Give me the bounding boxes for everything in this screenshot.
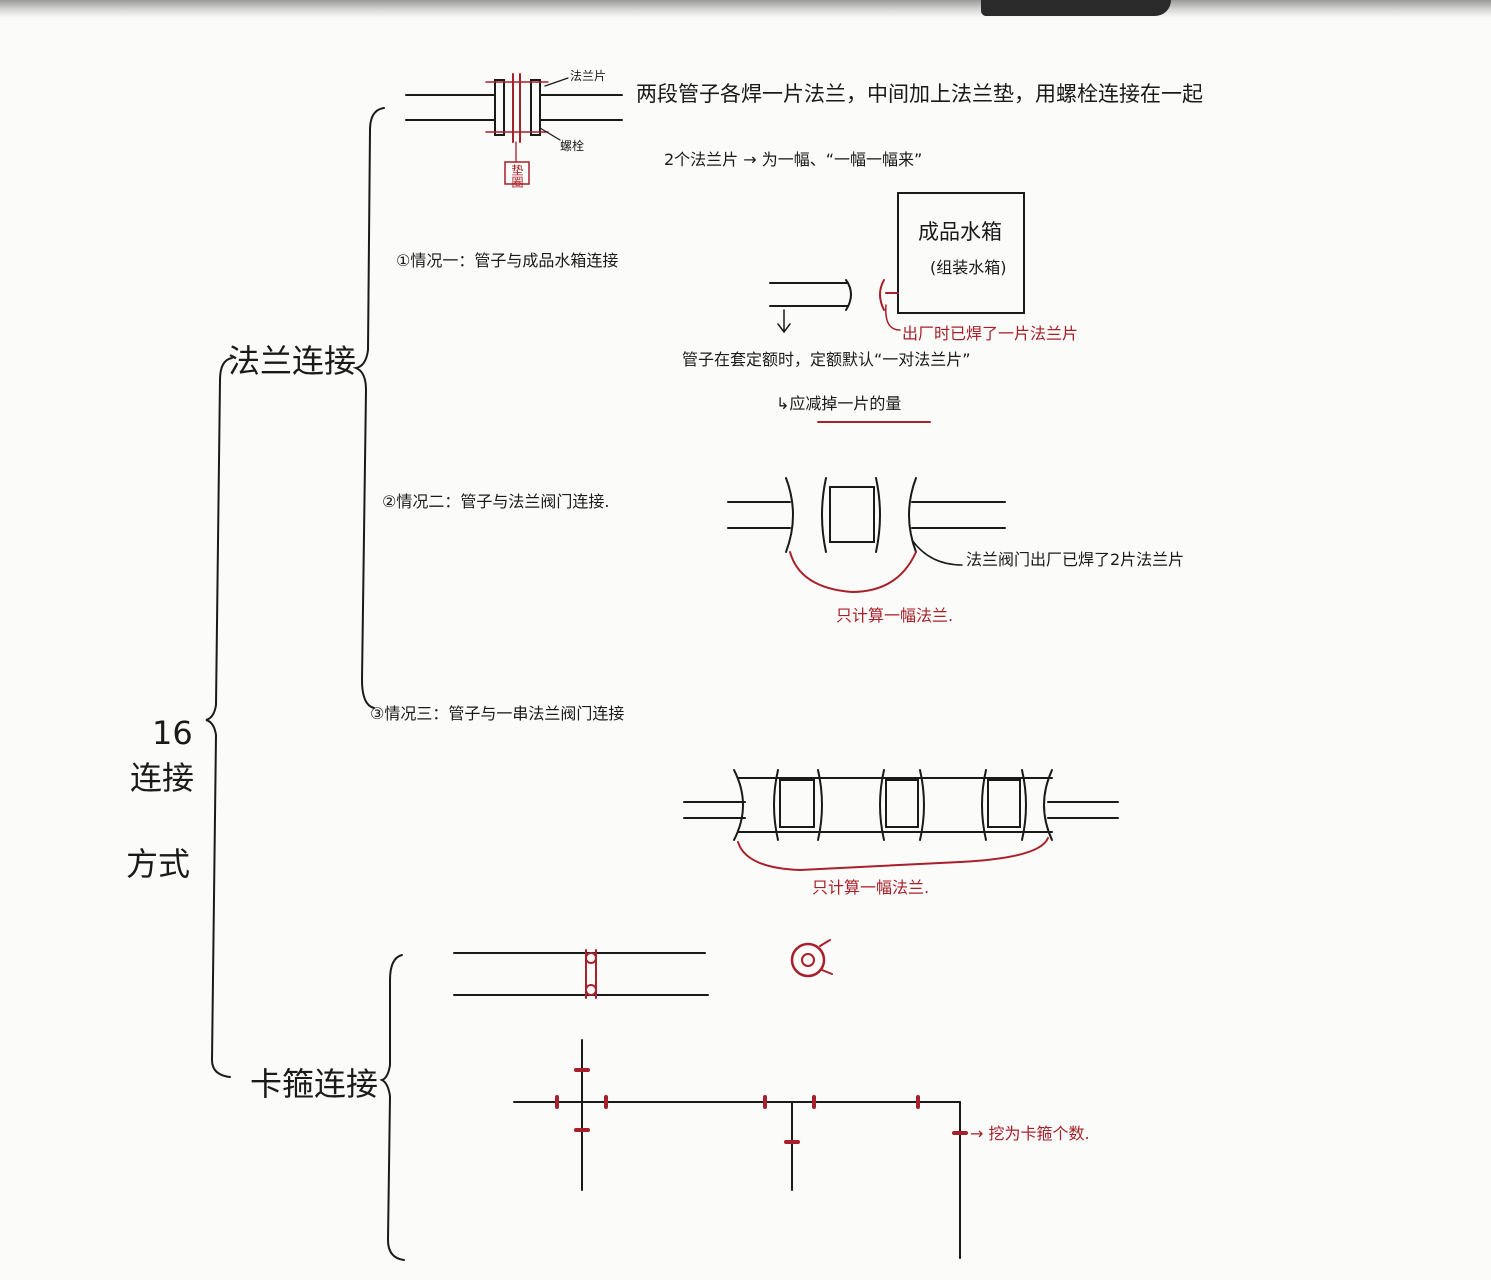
root-title-line1: 连接 bbox=[130, 759, 195, 797]
flange-title: 法兰连接 bbox=[228, 342, 357, 380]
case1-label: ①情况一：管子与成品水箱连接 bbox=[396, 251, 619, 270]
valve-sketch bbox=[727, 477, 1006, 594]
case2-label: ②情况二：管子与法兰阀门连接. bbox=[382, 492, 610, 511]
scan-top-edge bbox=[0, 0, 1491, 18]
flange-sketch bbox=[405, 73, 623, 185]
case3-label: ③情况三：管子与一串法兰阀门连接 bbox=[370, 704, 625, 723]
scan-shadow bbox=[981, 0, 1171, 16]
case1-factory-note: 出厂时已焊了一片法兰片 bbox=[902, 324, 1079, 343]
case1-deduct-note: ↳应减掉一片的量 bbox=[776, 394, 902, 413]
valve-series-sketch bbox=[683, 769, 1119, 872]
case3-count-note: 只计算一幅法兰. bbox=[812, 878, 930, 897]
case2-count-note: 只计算一幅法兰. bbox=[836, 606, 954, 625]
clamp-title: 卡箍连接 bbox=[250, 1065, 379, 1103]
label-flange-piece: 法兰片 bbox=[570, 69, 607, 83]
case2-valve-note: 法兰阀门出厂已焊了2片法兰片 bbox=[966, 550, 1185, 569]
clamp-joint-note: → 挖为卡箍个数. bbox=[970, 1124, 1090, 1143]
case1-quota-note: 管子在套定额时，定额默认“一对法兰片” bbox=[682, 350, 971, 369]
tank-line2: (组装水箱) bbox=[930, 258, 1007, 277]
flange-note-pair: 2个法兰片 → 为一幅、“一幅一幅来” bbox=[664, 150, 923, 169]
flange-brace bbox=[352, 107, 385, 709]
flange-description: 两段管子各焊一片法兰，中间加上法兰垫，用螺栓连接在一起 bbox=[636, 82, 1203, 106]
label-bolt: 螺栓 bbox=[560, 139, 585, 153]
root-brace bbox=[205, 357, 233, 1078]
tank-line1: 成品水箱 bbox=[918, 220, 1002, 244]
clamp-brace bbox=[379, 954, 405, 1261]
root-title-line2: 方式 bbox=[126, 845, 191, 883]
tank-sketch bbox=[769, 192, 1025, 423]
label-gasket: 垫圈 bbox=[510, 164, 524, 188]
root-number: 16 bbox=[152, 714, 193, 752]
clamp-sketch bbox=[453, 939, 968, 1259]
